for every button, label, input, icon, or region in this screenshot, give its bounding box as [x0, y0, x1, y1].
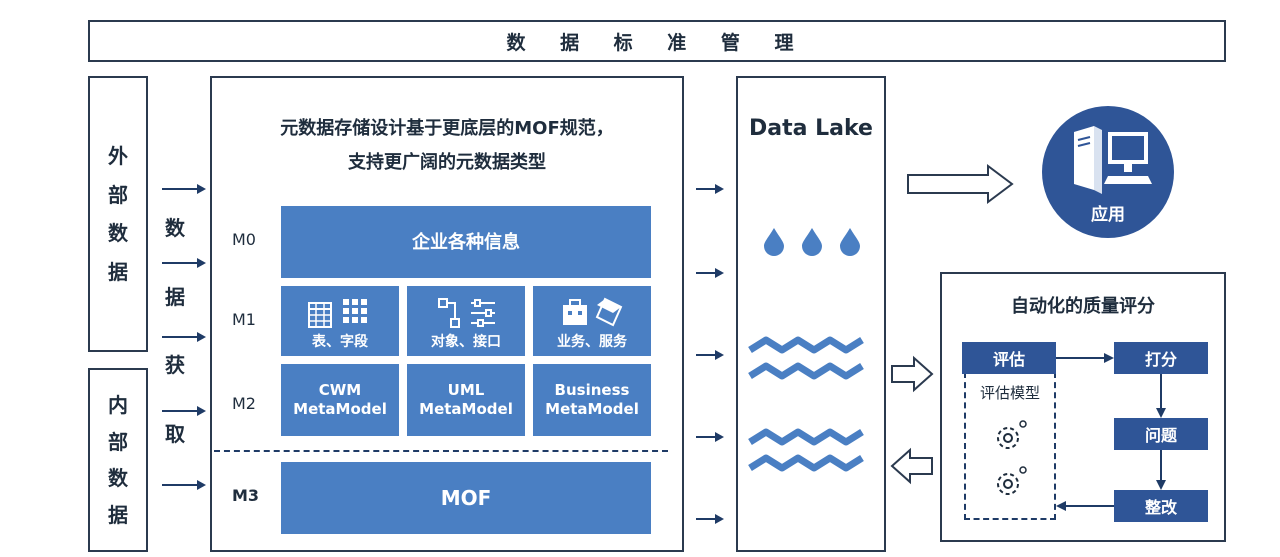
m2-cwm-line2: MetaModel: [293, 400, 387, 418]
acquire-char: 取: [165, 421, 185, 446]
m2-business-line2: MetaModel: [545, 400, 639, 418]
m2-business-line1: Business: [554, 381, 630, 399]
m1-object-interface: 对象、接口: [407, 286, 525, 356]
m1-business-service-label: 业务、服务: [557, 334, 627, 350]
briefcase-box-icon: [563, 297, 623, 327]
internal-char: 部: [108, 429, 128, 454]
acquire-label: 数 据 获 取: [160, 218, 190, 444]
external-char: 部: [108, 182, 128, 207]
computer-icon: [1074, 126, 1152, 194]
table-grid-icon: [308, 299, 367, 328]
acquire-arrow: [162, 184, 206, 194]
data-lake-title: Data Lake: [749, 116, 873, 141]
lake-arrow: [696, 184, 724, 194]
score-box: 打分: [1114, 342, 1208, 374]
m2-uml-metamodel: UML MetaModel: [407, 364, 525, 436]
external-char: 据: [108, 259, 128, 284]
external-data-box: 外 部 数 据: [88, 76, 148, 352]
application-label: 应用: [1091, 205, 1125, 225]
internal-char: 内: [108, 392, 128, 417]
evaluation-model-label: 评估模型: [979, 384, 1040, 402]
quality-title: 自动化的质量评分: [1011, 296, 1155, 317]
level-divider: [214, 450, 668, 452]
description-line-1: 元数据存储设计基于更底层的MOF规范，: [280, 118, 614, 139]
level-label-m3: M3: [232, 486, 260, 505]
description-line-2: 支持更广阔的元数据类型: [348, 152, 546, 173]
acquire-arrow: [162, 332, 206, 342]
m2-cwm-line1: CWM: [318, 381, 362, 399]
page-title: 数 据 标 准 管 理: [506, 31, 808, 54]
to-application-arrow: [907, 164, 1014, 204]
title-bar: 数 据 标 准 管 理: [88, 20, 1226, 62]
acquire-arrow: [162, 258, 206, 268]
flow-sliders-icon: [438, 298, 495, 328]
internal-char: 数: [108, 466, 128, 491]
lake-arrow: [696, 350, 724, 360]
m2-uml-line1: UML: [447, 381, 485, 399]
waves-icon: [748, 428, 864, 472]
acquire-char: 据: [165, 284, 185, 309]
m2-business-metamodel: Business MetaModel: [533, 364, 651, 436]
level-label-m1: M1: [232, 310, 256, 329]
acquire-arrow: [162, 480, 206, 490]
internal-char: 据: [108, 503, 128, 528]
lake-arrow: [696, 514, 724, 524]
external-char: 数: [108, 221, 128, 246]
lake-arrow: [696, 268, 724, 278]
m2-uml-line2: MetaModel: [419, 400, 513, 418]
evaluate-box: 评估: [962, 342, 1056, 374]
water-drops-icon: [764, 228, 860, 256]
acquire-arrow: [162, 406, 206, 416]
external-char: 外: [108, 144, 128, 169]
issue-box: 问题: [1114, 418, 1208, 450]
lake-arrow: [696, 432, 724, 442]
m1-object-interface-label: 对象、接口: [431, 334, 501, 350]
m3-mof: MOF: [281, 462, 651, 534]
from-quality-arrow: [890, 447, 933, 485]
m3-label: MOF: [440, 485, 492, 510]
application-badge: [1042, 106, 1174, 238]
to-quality-arrow: [891, 355, 934, 393]
data-lake-panel: [736, 76, 886, 552]
waves-icon: [748, 336, 864, 380]
level-label-m0: M0: [232, 230, 256, 249]
m2-cwm-metamodel: CWM MetaModel: [281, 364, 399, 436]
m1-table-field-label: 表、字段: [312, 334, 368, 350]
acquire-char: 获: [165, 353, 185, 378]
internal-data-box: 内 部 数 据: [88, 368, 148, 552]
m0-label: 企业各种信息: [412, 231, 520, 253]
metadata-description: 元数据存储设计基于更底层的MOF规范， 支持更广阔的元数据类型: [212, 112, 682, 180]
m0-enterprise-info: 企业各种信息: [281, 206, 651, 278]
level-label-m2: M2: [232, 394, 256, 413]
gear-icon: [997, 466, 1027, 495]
acquire-char: 数: [165, 216, 185, 240]
gear-icon: [997, 420, 1027, 449]
m1-business-service: 业务、服务: [533, 286, 651, 356]
fix-box: 整改: [1114, 490, 1208, 522]
m1-table-field: 表、字段: [281, 286, 399, 356]
